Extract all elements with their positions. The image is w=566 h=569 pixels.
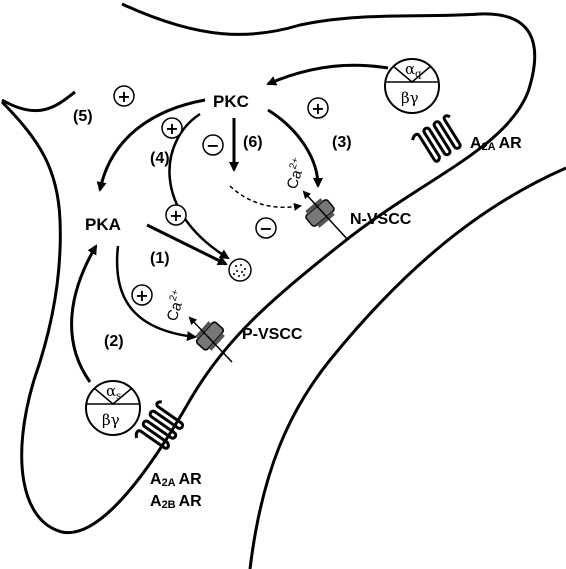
g-alpha-s-sub: s xyxy=(116,391,121,402)
p-vscc-ca-flux-arrow xyxy=(188,316,233,363)
postsynaptic-membrane xyxy=(248,166,566,569)
ca-ion-label-n: Ca2+ xyxy=(282,156,310,191)
svg-text:+: + xyxy=(311,99,324,118)
svg-text:+: + xyxy=(117,87,130,106)
arrow-pkc-to-nvscc-3 xyxy=(267,108,323,188)
pkc-label: PKC xyxy=(213,92,249,111)
pathway-4-label: (4) xyxy=(150,150,170,167)
svg-text:−: − xyxy=(206,136,219,155)
arrow-pkc-to-vesicle-4 xyxy=(168,112,230,260)
pathway-2-label: (2) xyxy=(104,333,124,350)
p-vscc-channel xyxy=(195,321,225,351)
arrow-gs-to-pka xyxy=(70,244,98,383)
n-vscc-label: N-VSCC xyxy=(350,211,412,228)
a2a-receptor-top-shape xyxy=(409,112,468,168)
svg-text:+: + xyxy=(169,206,182,225)
sign-plus-5: + xyxy=(113,85,135,107)
synaptic-vesicle xyxy=(228,258,252,282)
ca-ion-label-p: Ca2+ xyxy=(162,288,190,323)
g-protein-s: α s βγ xyxy=(85,380,141,436)
sign-minus-6: − xyxy=(202,134,224,156)
pka-label: PKA xyxy=(85,215,121,234)
arrow-pka-to-vesicle-1 xyxy=(146,223,228,266)
presynaptic-membrane-outer xyxy=(0,2,537,535)
pathway-3-label: (3) xyxy=(332,134,352,151)
n-vscc-ca-flux-arrow xyxy=(302,190,349,241)
g-protein-q: α q βγ xyxy=(384,58,440,114)
svg-text:−: − xyxy=(259,219,272,238)
arrow-pka-to-pvscc-2 xyxy=(115,245,197,342)
sign-plus-1: + xyxy=(165,204,187,226)
sign-plus-3: + xyxy=(307,97,329,119)
g-alpha-s-symbol: α xyxy=(106,382,116,400)
svg-text:Ca2+: Ca2+ xyxy=(162,288,190,323)
pathway-6-label: (6) xyxy=(243,134,263,151)
n-vscc-channel xyxy=(305,198,335,228)
arrow-pkc-to-pka-5 xyxy=(96,98,206,192)
sign-plus-4: + xyxy=(161,117,183,139)
svg-text:+: + xyxy=(135,286,148,305)
svg-text:+: + xyxy=(165,119,178,138)
pathway-1-label: (1) xyxy=(150,250,170,267)
arrow-gq-to-pkc xyxy=(266,63,389,86)
cleft-membrane-left xyxy=(1,90,76,112)
arrow-dashed-to-nvscc xyxy=(229,185,302,211)
g-betagamma-q: βγ xyxy=(401,89,419,107)
p-vscc-label: P-VSCC xyxy=(242,326,303,343)
pathway-5-label: (5) xyxy=(73,108,93,125)
g-alpha-q-sub: q xyxy=(415,69,422,80)
g-betagamma-s: βγ xyxy=(102,411,120,429)
sign-minus-dashed: − xyxy=(255,217,277,239)
g-alpha-q-symbol: α xyxy=(405,60,415,78)
sign-plus-2: + xyxy=(131,284,153,306)
svg-text:Ca2+: Ca2+ xyxy=(282,156,310,191)
